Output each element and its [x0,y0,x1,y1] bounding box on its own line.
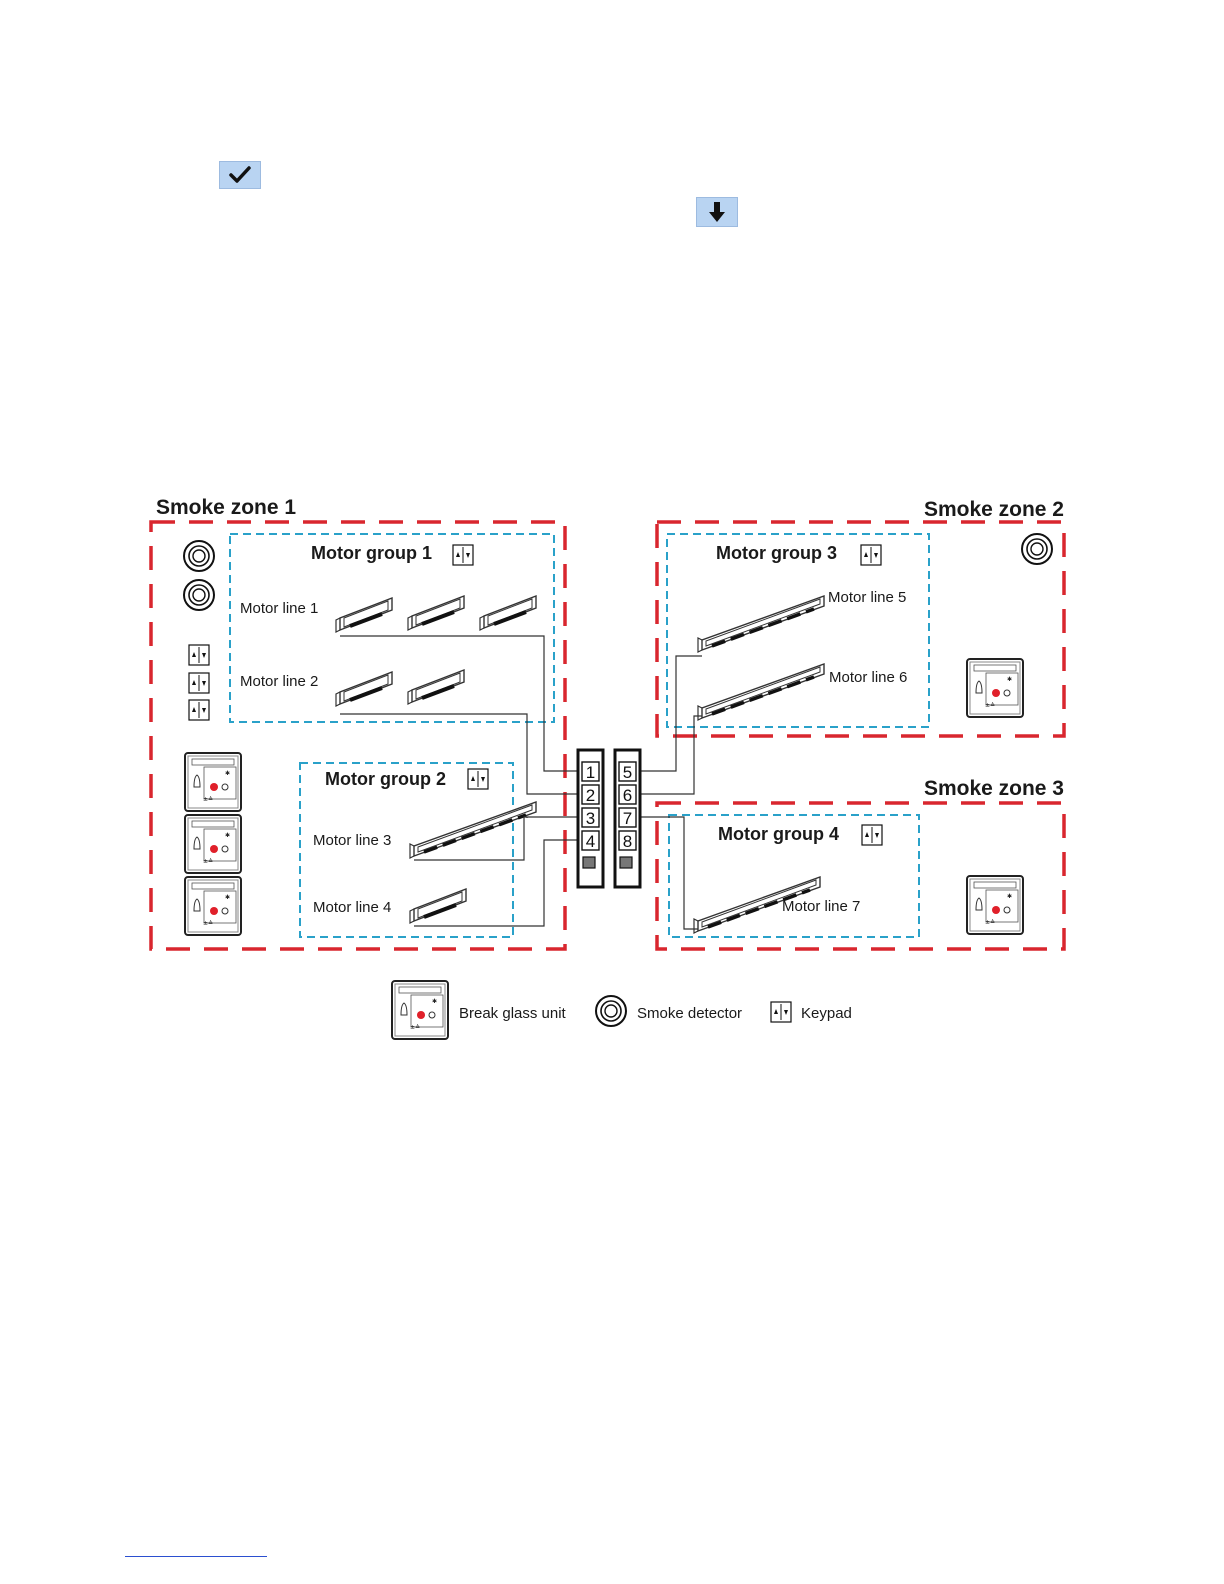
legend-keypad-label: Keypad [801,1005,852,1022]
break-glass-unit-icon [967,876,1023,934]
smoke-detector-icon [596,996,626,1026]
keypad-icon [189,700,209,720]
motor-group-4-title: Motor group 4 [718,824,839,844]
motor-group-2-title: Motor group 2 [325,769,446,789]
motor-line-1-label: Motor line 1 [240,600,318,617]
keypad-icon [468,769,488,789]
terminal-label: 3 [586,809,595,828]
window-icon [410,802,536,858]
legend-smoke-detector-label: Smoke detector [637,1005,742,1022]
keypad-icon [862,825,882,845]
keypad-icon [189,673,209,693]
window-icon [698,596,824,652]
window-icon [410,889,466,923]
keypad-icon [771,1002,791,1022]
terminal-label: 4 [586,832,595,851]
keypad-icon [189,645,209,665]
keypad-icon [861,545,881,565]
break-glass-unit-icon [967,659,1023,717]
terminal-label: 6 [623,786,632,805]
terminal-label: 5 [623,763,632,782]
motor-line-7-label: Motor line 7 [782,898,860,915]
window-icon [408,670,464,704]
terminal-label: 2 [586,786,595,805]
smoke-zone-1-title: Smoke zone 1 [156,496,296,519]
window-icon [698,664,824,720]
motor-line-6-label: Motor line 6 [829,669,907,686]
window-icon [480,596,536,630]
smoke-detector-icon [184,580,214,610]
break-glass-unit-icon [185,815,241,873]
motor-line-3-label: Motor line 3 [313,832,391,849]
window-icon [336,672,392,706]
break-glass-unit-icon [185,753,241,811]
smoke-detector-icon [1022,534,1052,564]
terminal-label: 7 [623,809,632,828]
footnote-divider [125,1556,267,1557]
terminal-label: 1 [586,763,595,782]
break-glass-unit-icon [392,981,448,1039]
smoke-detector-icon [184,541,214,571]
smoke-zone-2-title: Smoke zone 2 [924,498,1064,521]
motor-group-3-title: Motor group 3 [716,543,837,563]
legend-break-glass-label: Break glass unit [459,1005,567,1022]
terminal-label: 8 [623,832,632,851]
window-icon [408,596,464,630]
motor-line-5-label: Motor line 5 [828,589,906,606]
keypad-icon [453,545,473,565]
smoke-zone-3-title: Smoke zone 3 [924,777,1064,800]
motor-line-2-label: Motor line 2 [240,673,318,690]
break-glass-unit-icon [185,877,241,935]
window-icon [336,598,392,632]
motor-line-4-label: Motor line 4 [313,899,391,916]
motor-group-1-title: Motor group 1 [311,543,432,563]
